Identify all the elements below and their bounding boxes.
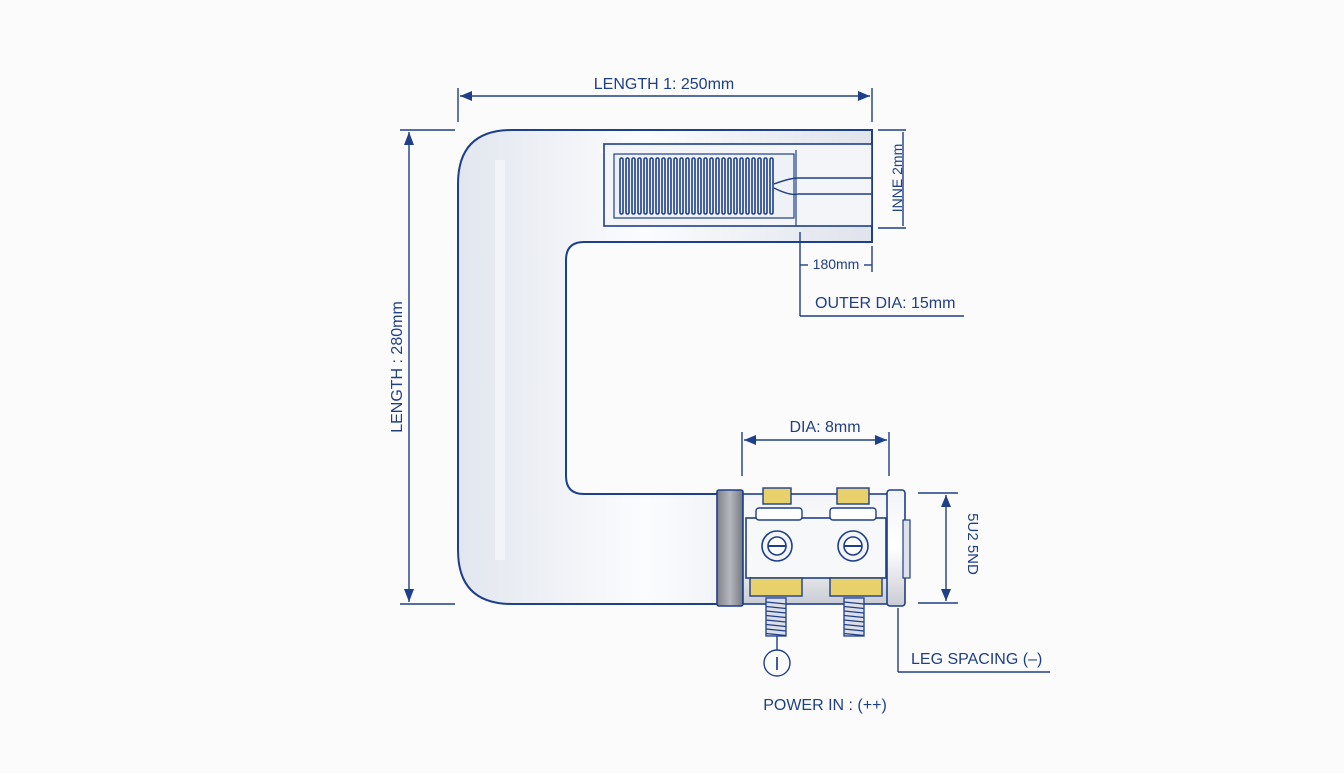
- coil-turn: [763, 157, 768, 215]
- thread-line: [843, 614, 865, 619]
- thread-line: [765, 601, 787, 605]
- coil-turn: [643, 157, 648, 215]
- coil-turn: [619, 157, 624, 215]
- coil-turn: [661, 157, 666, 215]
- coil-turn: [703, 157, 708, 215]
- coil-turn: [637, 157, 642, 215]
- coil-turn: [727, 157, 732, 215]
- coil-turn: [709, 157, 714, 215]
- heater-tube: [457, 129, 873, 605]
- coil-turn: [673, 157, 678, 215]
- thread-line: [765, 605, 787, 610]
- thread-line: [765, 614, 787, 619]
- terminal-screw-right: [837, 530, 869, 562]
- coil-turn: [739, 157, 744, 215]
- thread-line: [843, 632, 865, 637]
- coil-turn: [691, 157, 696, 215]
- coil-turn: [697, 157, 702, 215]
- coil-turn: [733, 157, 738, 215]
- thread-line: [843, 623, 865, 628]
- thread-line: [765, 628, 787, 632]
- coil-turn: [667, 157, 672, 215]
- thread-line: [765, 632, 787, 637]
- coil-turn: [715, 157, 720, 215]
- coil-turn: [625, 157, 630, 215]
- coil-turn: [751, 157, 756, 215]
- side-dimension-label: 5U2 5ND: [964, 513, 981, 575]
- thread-line: [843, 619, 865, 623]
- power-in-label: POWER IN : (++): [763, 697, 887, 714]
- length-2-label: LENGTH : 280mm: [389, 301, 406, 433]
- thread-line: [843, 628, 865, 632]
- coil-turn: [679, 157, 684, 215]
- thread-line: [765, 610, 787, 614]
- heating-coil: [603, 143, 873, 227]
- outer-dia-label: OUTER DIA: 15mm: [815, 295, 955, 312]
- coil-length-label: 180mm: [813, 256, 860, 272]
- power-symbol: I: [774, 654, 779, 674]
- coil-turn: [721, 157, 726, 215]
- thread-line: [843, 605, 865, 610]
- dia-label: DIA: 8mm: [789, 419, 860, 436]
- dimension-lines: [400, 88, 1050, 677]
- coil-turn: [649, 157, 654, 215]
- coil-turn: [745, 157, 750, 215]
- coil-turn: [685, 157, 690, 215]
- coil-turn: [769, 157, 774, 215]
- terminal-screw-left: [761, 530, 793, 562]
- inner-label: INNE 2mm: [889, 144, 905, 212]
- thread-line: [843, 601, 865, 605]
- terminal-block: [716, 487, 911, 637]
- length-1-label: LENGTH 1: 250mm: [594, 76, 734, 93]
- thread-line: [765, 619, 787, 623]
- coil-turn: [631, 157, 636, 215]
- thread-line: [843, 610, 865, 614]
- coil-turn: [757, 157, 762, 215]
- leg-spacing-label: LEG SPACING (–): [911, 651, 1042, 668]
- thread-line: [765, 623, 787, 628]
- coil-turn: [655, 157, 660, 215]
